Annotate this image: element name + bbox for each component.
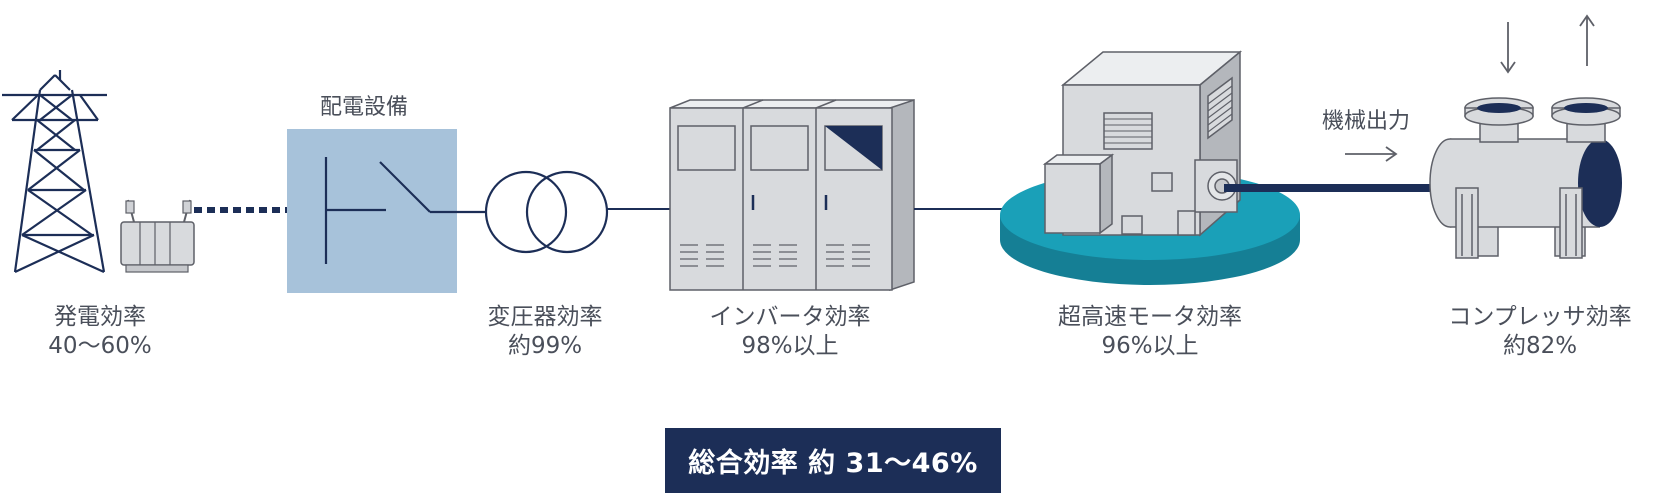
mechanical-output-label: 機械出力 <box>1322 109 1411 134</box>
stage-value: 40〜60% <box>48 333 152 359</box>
stage-compressor: コンプレッサ効率 約82% <box>1440 303 1640 361</box>
stage-value: 96%以上 <box>1101 333 1199 359</box>
stage-inverter: インバータ効率 98%以上 <box>700 303 880 361</box>
stage-transformer: 変圧器効率 約99% <box>470 303 620 361</box>
stage-value: 約82% <box>1502 333 1578 359</box>
stage-power-generation: 発電効率 40〜60% <box>25 303 175 361</box>
total-efficiency-badge: 総合効率 約 31〜46% <box>665 428 1001 493</box>
power-tower-icon <box>2 70 107 274</box>
stage-motor: 超高速モータ効率 96%以上 <box>1045 303 1255 361</box>
motor-icon <box>1042 50 1243 237</box>
stage-name: 発電効率 <box>54 304 146 330</box>
stage-value: 約99% <box>507 333 583 359</box>
switch-symbol <box>324 157 487 264</box>
stage-name: 超高速モータ効率 <box>1058 304 1242 330</box>
transformer-symbol <box>484 170 609 254</box>
mechanical-output-arrow-icon <box>1345 146 1398 162</box>
stage-name: コンプレッサ効率 <box>1448 304 1632 330</box>
inverter-cabinet <box>669 98 915 292</box>
distribution-label: 配電設備 <box>320 95 409 120</box>
compressor-icon <box>1429 97 1622 259</box>
stage-name: インバータ効率 <box>709 304 871 330</box>
pole-transformer-icon <box>120 199 195 273</box>
stage-name: 変圧器効率 <box>487 304 603 330</box>
stage-value: 98%以上 <box>741 333 839 359</box>
intake-arrow-down-icon <box>1500 22 1516 74</box>
discharge-arrow-up-icon <box>1579 14 1595 66</box>
